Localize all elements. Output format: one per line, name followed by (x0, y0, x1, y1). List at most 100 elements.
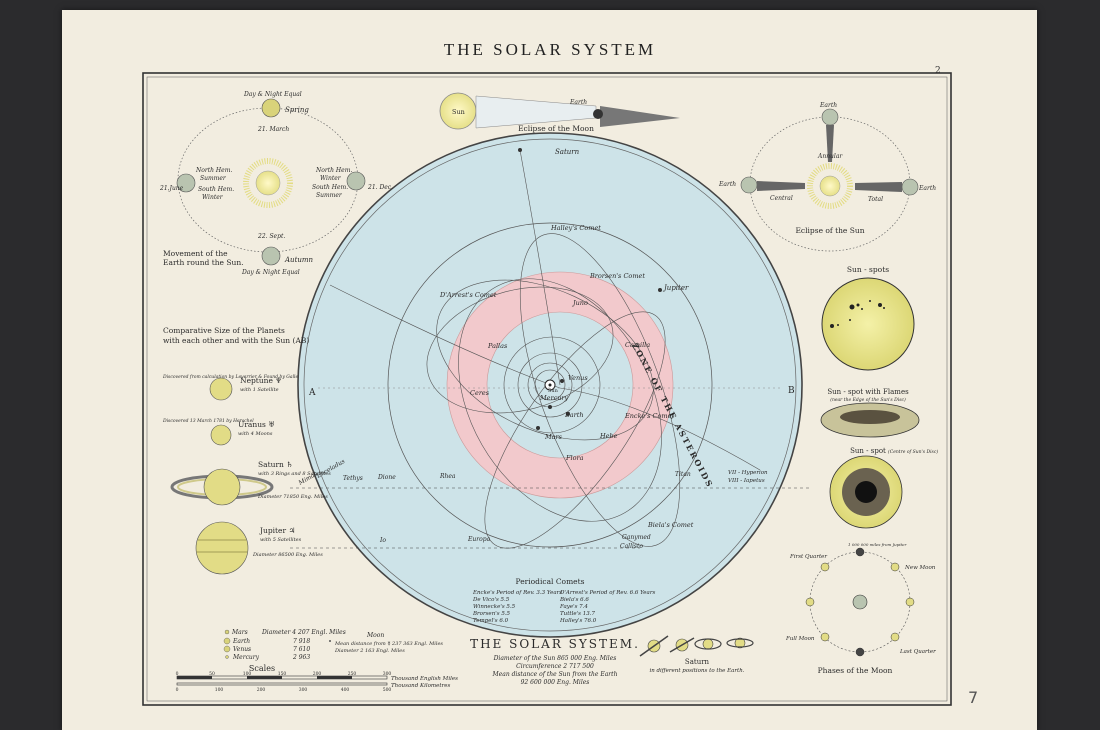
seasons-caption: Movement of the (163, 249, 228, 258)
miles-unit: Thousand English Miles (391, 676, 458, 682)
label-last-quarter: Last Quarter (899, 649, 936, 655)
earth-diameter: 7 918 (293, 638, 310, 645)
label-halleys-comet: Halley's Comet (550, 224, 601, 232)
label-venus: Venus (568, 374, 588, 382)
label-rhea: Rhea (439, 473, 456, 480)
page-number: 2 (935, 66, 941, 76)
label-total: Total (868, 196, 883, 203)
jupiter-orbit (387, 222, 713, 548)
comparative-subtitle: with each other and with the Sun (AB) (163, 336, 309, 345)
label-spring: Spring (285, 106, 309, 114)
km-tick: 500 (383, 687, 392, 693)
label-earth: Earth (918, 185, 936, 192)
miles-tick: 300 (383, 671, 392, 677)
moon-diameter: Diameter 2 163 Engl. Miles (334, 648, 405, 654)
saturn-positions-sub: in different positions to the Earth. (649, 668, 744, 674)
sun-spot-flames-title: Sun - spot with Flames (827, 388, 909, 396)
moon-eclipse-diagram: Sun Earth Eclipse of the Moon (439, 92, 680, 133)
label-bielas-comet: Biela's Comet (647, 521, 694, 529)
label-earth: Earth (819, 102, 837, 109)
label-winter: Winter (202, 194, 224, 201)
label-pallas: Pallas (487, 342, 508, 350)
sun-spot-center-sub: (Centre of Sun's Disc) (888, 448, 938, 455)
label-tethys: Tethys (343, 475, 363, 482)
saturn-positions-title: Saturn (685, 658, 710, 666)
comparative-title: Comparative Size of the Planets (163, 326, 285, 335)
comet-row: Tuttle's 13.7 (560, 611, 595, 617)
plate-frame (142, 72, 952, 706)
km-tick: 300 (299, 687, 308, 693)
label-neptune-satellites: with 1 Satellite (240, 387, 279, 393)
label-juno: Juno (571, 299, 588, 307)
label-darrests-comet: D'Arrest's Comet (439, 291, 497, 299)
moon-eclipse-title: Eclipse of the Moon (518, 124, 594, 133)
label-enckes-comet: Encke's Comet (624, 412, 674, 420)
label-jupiter: Jupiter (662, 284, 689, 292)
sun-icon (255, 170, 281, 196)
label-earth: Earth (564, 411, 584, 419)
label-north-hem: North Hem. (315, 167, 352, 174)
comet-row: Tempel's 6.0 (473, 618, 509, 624)
km-tick: 0 (176, 687, 179, 693)
label-europa: Europa (467, 536, 491, 543)
label-b: B (788, 386, 795, 396)
sun-disc-icon (821, 277, 915, 371)
label-winter: Winter (320, 175, 342, 182)
comet-orbit (519, 233, 681, 547)
mercury-diameter: 2 963 (292, 654, 310, 661)
label-saturn-satellites: with 3 Rings and 8 Satellites (258, 471, 331, 477)
earth-orbit (517, 352, 583, 418)
solar-system-caption: THE SOLAR SYSTEM. (470, 637, 640, 651)
label-new-moon: New Moon (904, 565, 936, 571)
label-day-night-top: Day & Night Equal (243, 91, 302, 98)
seasons-caption: Earth round the Sun. (163, 258, 244, 267)
km-tick: 100 (215, 687, 224, 693)
mean-distance: Mean distance of the Sun from the Earth (492, 671, 618, 678)
label-camilla: Camilla (625, 341, 650, 349)
label-jupiter-satellites: with 5 Satellites (260, 537, 302, 543)
label-ganymed: Ganymed (622, 534, 651, 541)
label-saturn-diameter: Diameter 71850 Eng. Miles (257, 494, 328, 500)
label-titan: Titan (675, 471, 691, 478)
label-mercury: Mercury (232, 654, 260, 661)
label-uranus-moons: with 4 Moons (238, 431, 273, 437)
label-mercury: Mercury (539, 394, 569, 402)
label-saturn: Saturn ♄ (258, 460, 293, 469)
label-central: Central (770, 195, 793, 202)
comet-row: Brorsen's 5.5 (472, 611, 511, 617)
label-neptune: Neptune ♆ (240, 376, 282, 385)
comet-orbit (426, 286, 614, 414)
sun-spots-panel: Sun - spots Sun - spot with Flames (near… (820, 265, 938, 529)
sun-diameter: Diameter of the Sun 865 000 Eng. Miles (493, 655, 617, 662)
miles-tick: 250 (348, 671, 357, 677)
seasons-diagram: Day & Night Equal Spring 21. March North… (159, 91, 393, 276)
earth-icon (821, 108, 839, 126)
label-full-moon: Full Moon (785, 636, 815, 642)
comet-row: Encke's Period of Rev. 3.3 Years (472, 590, 562, 596)
label-summer: Summer (316, 192, 343, 199)
earth-icon (346, 171, 366, 191)
label-sun: Sun (452, 108, 465, 116)
label-io: Io (379, 537, 386, 544)
periodical-comets-title: Periodical Comets (516, 577, 585, 586)
sun-spots-title: Sun - spots (847, 265, 889, 274)
label-mars: Mars (231, 629, 248, 636)
saturn-icon (203, 468, 241, 506)
label-ceres: Ceres (470, 389, 490, 397)
earth-icon (740, 176, 758, 194)
sun-spot-center-title: Sun - spot (850, 447, 886, 455)
saturn-orbit (303, 138, 797, 632)
neptune-icon (209, 377, 233, 401)
comet-orbit (436, 279, 654, 441)
earth-icon (261, 246, 281, 266)
label-moon: Moon (366, 632, 384, 639)
earth-icon (901, 178, 919, 196)
label-annular: Annular (817, 153, 843, 160)
miles-tick: 200 (313, 671, 322, 677)
sun-eclipse-diagram: Earth Annular Earth Earth Central Total … (718, 102, 936, 252)
label-dione: Dione (377, 474, 396, 481)
sun-circumference: Circumference 2 717 500 (516, 663, 594, 670)
uranus-icon (210, 424, 232, 446)
page-title: THE SOLAR SYSTEM (443, 40, 657, 59)
